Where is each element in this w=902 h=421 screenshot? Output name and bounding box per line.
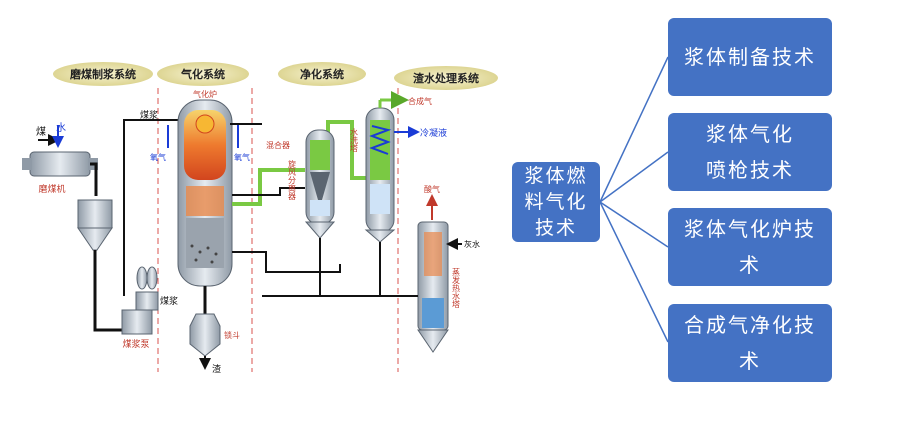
label-syngas: 合成气 — [408, 96, 432, 106]
label-coal: 煤 — [36, 125, 46, 138]
label-lock-hopper: 锁斗 — [224, 330, 240, 340]
branch-gasifier: 浆体气化炉技 术 — [668, 208, 832, 286]
branch-3-line-1: 浆体气化炉技 — [684, 217, 816, 241]
label-oxygen-right: 氧气 — [234, 152, 250, 162]
branch-gasification-nozzle: 浆体气化 喷枪技术 — [668, 113, 832, 191]
mindmap-connectors — [599, 56, 669, 343]
section-gasification: 气化系统 — [180, 67, 225, 81]
water-scrubber — [364, 91, 420, 296]
label-acid-gas: 酸气 — [424, 184, 440, 194]
root-line-2: 料气化 — [524, 191, 588, 213]
branch-2-line-1: 浆体气化 — [706, 122, 794, 146]
branch-4-line-1: 合成气净化技 — [684, 313, 816, 337]
label-ash-water: 灰水 — [464, 239, 480, 249]
label-mill: 磨煤机 — [38, 183, 65, 195]
flash-tower — [398, 194, 462, 353]
lock-hopper-icon — [189, 313, 221, 357]
slurry-pump-icon — [121, 266, 159, 335]
branch-4-line-2: 术 — [739, 349, 761, 373]
label-mixer: 混合器 — [266, 140, 290, 150]
label-slurry-top: 煤浆 — [140, 109, 158, 121]
branch-2-line-2: 喷枪技术 — [706, 158, 794, 182]
label-condensate: 冷凝液 — [420, 127, 447, 139]
label-oxygen-left: 氧气 — [150, 152, 166, 162]
branch-3-line-2: 术 — [739, 253, 761, 277]
label-scrubber: 水洗塔 — [350, 127, 359, 153]
label-gasifier: 气化炉 — [193, 89, 217, 99]
cyclone-separator — [304, 129, 336, 296]
label-slurry-mid: 煤浆 — [160, 295, 178, 307]
label-water: 水 — [56, 122, 66, 134]
branch-syngas-purification: 合成气净化技 术 — [668, 304, 832, 382]
branch-1-line-1: 浆体制备技术 — [684, 45, 816, 69]
root-line-1: 浆体燃 — [524, 165, 588, 187]
slurry-tank-icon — [77, 199, 113, 251]
section-badges: 磨煤制浆系统 气化系统 净化系统 渣水处理系统 — [53, 62, 498, 90]
section-purification: 净化系统 — [300, 67, 344, 81]
syngas-lines — [232, 120, 372, 206]
mindmap-root: 浆体燃 料气化 技术 — [512, 162, 600, 242]
section-dividers — [157, 88, 399, 372]
label-pump: 煤浆泵 — [122, 338, 149, 350]
label-flash-tower: 蒸发热水塔 — [452, 267, 461, 309]
section-water: 渣水处理系统 — [413, 71, 479, 85]
grinding-section: 煤 水 磨煤机 煤浆泵 — [22, 109, 186, 350]
section-grinding: 磨煤制浆系统 — [69, 67, 136, 81]
label-slag: 渣 — [212, 363, 221, 375]
branch-slurry-preparation: 浆体制备技术 — [668, 18, 832, 96]
coal-mill-icon — [22, 151, 98, 177]
root-line-3: 技术 — [534, 217, 577, 239]
gasifier: 气化炉 氧气 氧气 锁斗 渣 — [150, 89, 262, 375]
label-separator: 旋风分离器 — [288, 159, 297, 201]
